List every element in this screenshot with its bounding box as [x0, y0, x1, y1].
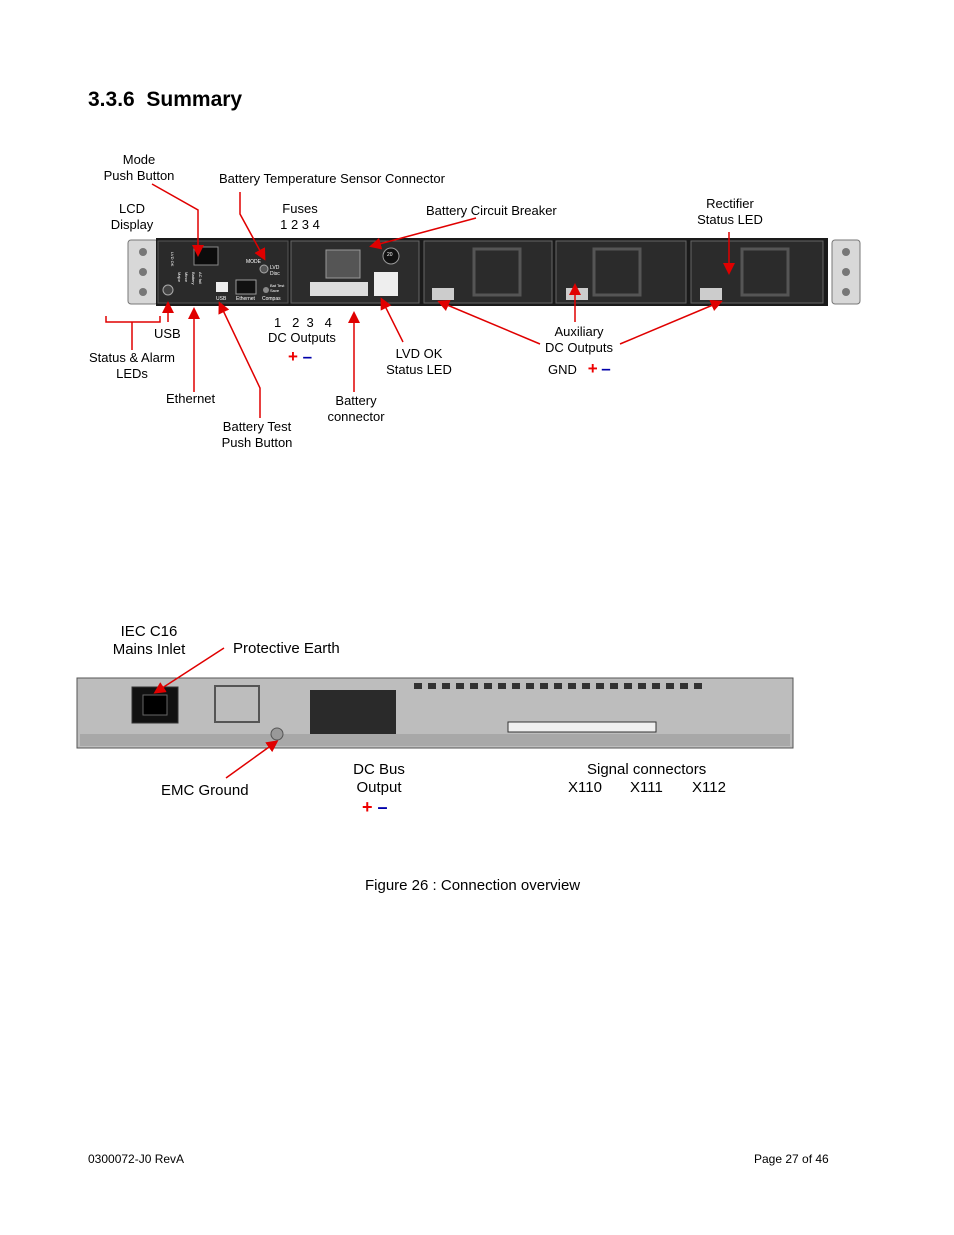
label-x110: X110: [568, 779, 602, 796]
label-status-alarm: Status & Alarm LEDs: [82, 350, 182, 382]
panel-print-mode: MODE: [246, 259, 261, 265]
label-iec-line1: IEC C16: [120, 623, 178, 640]
label-mode: Mode Push Button: [100, 152, 178, 184]
panel-print-compas: Compas: [262, 296, 281, 302]
plus-sign: +: [288, 347, 298, 366]
label-battery-breaker: Battery Circuit Breaker: [426, 203, 557, 218]
label-lcd: LCD Display: [102, 201, 162, 233]
aux-plus-sign: +: [587, 359, 598, 378]
label-battery-conn-line2: connector: [327, 409, 385, 424]
label-aux-line1: Auxiliary: [554, 324, 604, 339]
label-dcbus-polarity: + –: [362, 798, 388, 816]
label-rectifier-led: Rectifier Status LED: [690, 196, 770, 228]
label-aux: Auxiliary DC Outputs: [538, 324, 620, 356]
label-dc-polarity: + –: [288, 347, 313, 366]
label-iec: IEC C16 Mains Inlet: [104, 623, 194, 659]
label-emc-ground: EMC Ground: [161, 782, 249, 799]
label-lvd-line2: Status LED: [386, 362, 452, 377]
panel-print-bat-test: Bat Test Save: [270, 283, 285, 293]
status-led-bracket: [105, 316, 161, 323]
figure-caption: Figure 26 : Connection overview: [365, 877, 581, 894]
label-battery-test-line2: Push Button: [221, 435, 293, 450]
label-dcbus-line2: Output: [356, 779, 402, 796]
label-fuses-line1: Fuses: [282, 201, 318, 216]
label-dc-outputs: DC Outputs: [268, 330, 336, 345]
dcbus-minus-sign: –: [377, 797, 388, 817]
section-title: Summary: [146, 88, 243, 111]
section-number: 3.3.6: [88, 88, 135, 111]
label-x111: X111: [630, 779, 663, 796]
label-dc-outputs-nums: 1 2 3 4: [274, 315, 332, 330]
footer-doc-id: 0300072-J0 RevA: [88, 1152, 185, 1166]
label-signal-connectors: Signal connectors: [587, 761, 707, 778]
label-aux-line2: DC Outputs: [545, 340, 613, 355]
dcbus-plus-sign: +: [362, 797, 373, 817]
label-lvd-line1: LVD OK: [395, 346, 443, 361]
label-gnd: GND + –: [548, 359, 611, 378]
gnd-text: GND: [548, 362, 577, 377]
aux-minus-sign: –: [601, 359, 611, 378]
label-lcd-line1: LCD: [118, 201, 145, 216]
panel-print-lvd-disc: LVD Disc: [270, 265, 280, 277]
section-heading: 3.3.6 Summary: [88, 88, 242, 112]
label-usb: USB: [154, 326, 181, 341]
label-rectifier-line1: Rectifier: [706, 196, 754, 211]
label-iec-line2: Mains Inlet: [112, 641, 186, 658]
label-lcd-line2: Display: [110, 217, 154, 232]
label-fuses-line2: 1 2 3 4: [280, 217, 320, 232]
panel-print-ethernet: Ethernet: [236, 296, 255, 302]
label-x112: X112: [692, 779, 726, 796]
panel-print-breaker: 20: [387, 252, 393, 258]
label-rectifier-line2: Status LED: [697, 212, 763, 227]
label-status-line2: LEDs: [116, 366, 148, 381]
label-battery-test-line1: Battery Test: [222, 419, 292, 434]
footer-page: Page 27 of 46: [754, 1152, 829, 1166]
label-fuses: Fuses 1 2 3 4: [270, 201, 330, 233]
minus-sign: –: [302, 347, 313, 366]
panel-print-usb: USB: [216, 296, 227, 302]
label-dcbus-line1: DC Bus: [353, 761, 405, 778]
label-protective-earth: Protective Earth: [233, 640, 340, 657]
label-dc-bus: DC Bus Output: [344, 761, 414, 797]
label-lvd-ok: LVD OK Status LED: [378, 346, 460, 378]
label-battery-test: Battery Test Push Button: [212, 419, 302, 451]
label-battery-conn-line1: Battery: [335, 393, 377, 408]
label-mode-line2: Push Button: [103, 168, 175, 183]
label-battery-connector: Battery connector: [316, 393, 396, 425]
label-status-line1: Status & Alarm: [89, 350, 175, 365]
label-battery-temp: Battery Temperature Sensor Connector: [219, 171, 445, 186]
label-mode-line1: Mode: [122, 152, 156, 167]
label-ethernet: Ethernet: [166, 391, 216, 406]
